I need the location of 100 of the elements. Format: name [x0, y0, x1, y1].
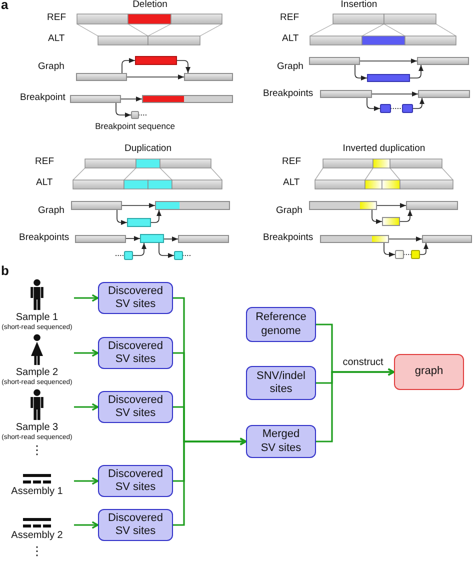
arrow: [354, 64, 368, 80]
dotted-line: [403, 254, 412, 256]
arrow: [384, 242, 396, 257]
inserted-segment-bar: [367, 74, 410, 82]
deleted-segment-bar: [135, 56, 177, 65]
section-title: Inverted duplication: [342, 144, 426, 155]
arrow: [420, 242, 428, 255]
sequence-bar: [309, 201, 377, 210]
inverted-segment-box: [411, 250, 420, 259]
row-label: REF: [282, 157, 301, 168]
vertical-ellipsis: ⋮: [31, 444, 43, 458]
arrow: [376, 203, 406, 208]
panel-letter: b: [1, 264, 9, 279]
arrow: [158, 242, 174, 258]
duplicated-segment-box: [174, 251, 183, 260]
arrow: [150, 210, 162, 223]
process-box: Reference genome: [246, 307, 316, 342]
arrow: [360, 58, 418, 64]
inverted-segment-bar: [382, 217, 400, 226]
dotted-line: [138, 114, 148, 116]
sequence-bar: [406, 201, 458, 210]
row-label: Graph: [38, 206, 64, 217]
arrow: [74, 294, 99, 302]
sequence-bar: [309, 57, 360, 65]
sequence-bar: [184, 73, 233, 81]
inserted-segment-box: [402, 104, 413, 113]
sequence-bar: [320, 235, 389, 243]
assembly-name: Assembly 2: [11, 530, 63, 542]
row-label: ALT: [48, 34, 65, 45]
process-box: Discovered SV sites: [98, 391, 173, 423]
arrow: [388, 236, 422, 242]
arrow: [74, 349, 99, 357]
dotted-line: [115, 254, 125, 256]
process-box: Merged SV sites: [246, 425, 316, 458]
sample-name: Sample 1: [16, 312, 58, 324]
arrow: [120, 96, 142, 102]
row-label: ALT: [36, 178, 53, 189]
row-label: ALT: [282, 34, 299, 45]
sequence-bar: [320, 90, 372, 98]
panel-letter: a: [1, 0, 8, 13]
section-title: Deletion: [132, 0, 168, 11]
sequence-bar: [71, 201, 122, 210]
row-label: Breakpoints: [263, 233, 314, 244]
sample-name: Sample 3: [16, 422, 58, 434]
duplicated-segment-bar: [140, 234, 164, 243]
row-label: REF: [47, 13, 66, 24]
arrow: [122, 58, 136, 74]
process-box: Discovered SV sites: [98, 509, 173, 541]
row-label: REF: [280, 13, 299, 24]
row-label: REF: [35, 157, 54, 168]
arrow: [412, 98, 424, 109]
sequence-bar: [70, 95, 121, 103]
dotted-line: [182, 254, 192, 256]
row-label: Graph: [38, 62, 64, 73]
arrow: [74, 403, 99, 411]
process-box: Discovered SV sites: [98, 337, 173, 369]
result-box: graph: [394, 354, 464, 390]
arrow: [164, 236, 178, 242]
arrow: [116, 102, 132, 118]
caption-text: Breakpoint sequence: [95, 122, 175, 132]
sequence-bar: [418, 90, 470, 98]
process-box: SNV/indel sites: [246, 366, 316, 400]
arrow: [316, 368, 395, 442]
row-label: Breakpoints: [19, 233, 70, 244]
arrow: [126, 74, 184, 80]
arrow: [372, 92, 418, 96]
arrow: [132, 242, 146, 256]
sequence-bar: [75, 235, 126, 243]
arrow: [400, 210, 412, 222]
arrow: [116, 210, 128, 225]
arrow: [126, 236, 140, 241]
duplicated-segment-box: [124, 251, 133, 260]
dotted-line: [390, 108, 403, 110]
row-label: Graph: [276, 206, 302, 217]
arrow: [410, 64, 424, 78]
sequence-bar: [142, 95, 233, 103]
assembly-name: Assembly 1: [11, 486, 63, 498]
arrow: [176, 60, 190, 74]
section-title: Insertion: [340, 0, 378, 11]
sequence-bar: [178, 235, 229, 243]
row-label: Breakpoints: [263, 89, 314, 100]
sequence-bar: [422, 235, 472, 243]
process-box: Discovered SV sites: [98, 465, 173, 497]
duplicated-segment-bar: [127, 218, 151, 227]
vertical-ellipsis: ⋮: [31, 545, 43, 559]
arrow: [372, 210, 382, 224]
row-label: ALT: [283, 178, 300, 189]
process-box: Discovered SV sites: [98, 282, 173, 314]
row-label: Breakpoint: [20, 93, 66, 104]
sample-name: Sample 2: [16, 367, 58, 378]
arrow: [74, 521, 99, 529]
arrow: [173, 438, 247, 526]
row-label: Graph: [277, 62, 304, 73]
arrow: [122, 203, 156, 208]
breakpoint-sequence-box: [131, 111, 139, 119]
section-title: Duplication: [124, 144, 172, 155]
sequence-bar: [417, 57, 469, 65]
arrow: [74, 477, 99, 485]
inserted-segment-box: [380, 104, 391, 113]
inverted-segment-box: [395, 250, 404, 259]
